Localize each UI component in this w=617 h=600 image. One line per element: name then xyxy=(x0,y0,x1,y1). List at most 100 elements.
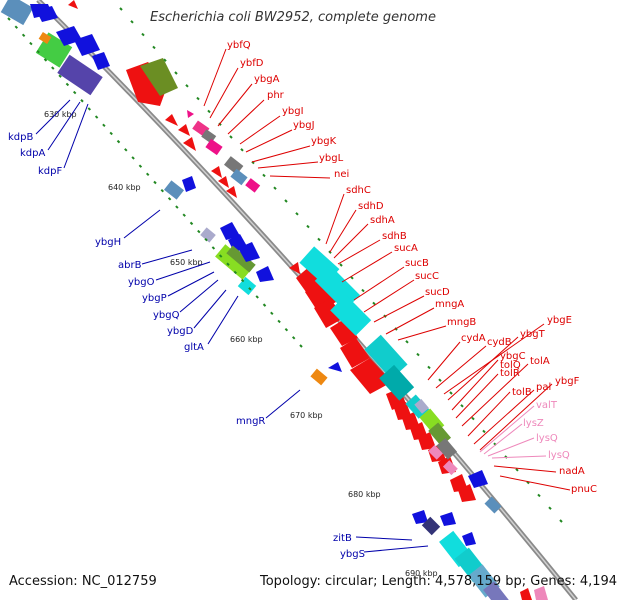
tick-dash xyxy=(226,262,230,266)
tick-dash xyxy=(138,164,143,168)
tick-label: 670 kbp xyxy=(290,411,323,420)
gene-block xyxy=(436,438,458,460)
gene-block xyxy=(379,364,415,401)
tick-dash xyxy=(233,270,238,275)
gene-label: sucB xyxy=(405,258,429,269)
forward-gene-boxes xyxy=(299,246,509,600)
leader-line xyxy=(493,465,557,473)
gene-label: sdhA xyxy=(370,215,395,226)
tick-dash xyxy=(240,278,245,283)
tick-dash xyxy=(515,468,519,472)
gene-label: kdpF xyxy=(38,166,62,177)
tick-dash xyxy=(80,99,84,103)
tick-dash xyxy=(7,17,11,21)
gene-label: ybgA xyxy=(254,74,280,85)
leader-line xyxy=(435,345,487,389)
tick-dash xyxy=(350,276,354,280)
tick-dash xyxy=(291,336,296,340)
tick-dash xyxy=(317,237,321,242)
gene-label: ybgD xyxy=(167,326,194,337)
tick-label: 630 kbp xyxy=(44,110,77,119)
leader-line xyxy=(155,261,211,281)
leader-line xyxy=(483,423,523,455)
rna-leader-lines xyxy=(479,405,547,459)
gene-label: ybfD xyxy=(240,58,264,69)
tick-dash xyxy=(372,301,376,306)
leader-line xyxy=(265,389,301,419)
tick-dash xyxy=(240,148,244,152)
tick-dash xyxy=(284,199,288,203)
gene-block xyxy=(165,114,178,126)
leader-line xyxy=(207,295,239,345)
tick-dash xyxy=(58,74,62,78)
tick-dash xyxy=(145,172,150,177)
leader-line xyxy=(329,209,357,253)
gene-block xyxy=(38,31,52,45)
leader-line xyxy=(373,295,425,323)
tick-dash xyxy=(130,20,134,24)
leader-line xyxy=(167,271,215,297)
gene-label: sdhC xyxy=(346,185,371,196)
gene-label: zitB xyxy=(333,533,352,544)
tick-label: 660 kbp xyxy=(230,335,263,344)
leader-line xyxy=(363,279,415,313)
tick-dash xyxy=(65,82,70,87)
gene-block xyxy=(224,156,244,175)
leader-line xyxy=(63,103,89,169)
tick-dash xyxy=(255,295,259,299)
leader-line xyxy=(479,383,553,451)
forward-gene-labels: ybfQ ybfD ybgA phr ybgI ybgJ ybgK ybgL n… xyxy=(227,40,597,495)
leader-line xyxy=(141,249,193,265)
gene-label: gltA xyxy=(184,342,204,353)
gene-block xyxy=(412,510,428,524)
tick-dash xyxy=(295,212,299,216)
gene-label: abrB xyxy=(118,260,142,271)
leader-line xyxy=(333,223,369,259)
gene-block xyxy=(462,532,476,546)
tick-dash xyxy=(51,66,55,70)
tick-dash xyxy=(21,33,26,38)
tick-dash xyxy=(361,288,365,293)
tick-dash xyxy=(87,107,92,111)
leader-line xyxy=(447,336,519,401)
leader-line xyxy=(251,145,311,163)
leader-line xyxy=(193,289,227,329)
gene-label: mngA xyxy=(435,299,464,310)
tick-dash xyxy=(270,311,274,316)
gene-label: ybfQ xyxy=(227,40,251,51)
leader-line xyxy=(35,99,71,135)
accession-text: Accession: NC_012759 xyxy=(9,574,157,589)
leader-line xyxy=(203,48,227,107)
gene-block xyxy=(468,470,488,488)
tick-dash xyxy=(405,340,409,344)
gene-label: ybgE xyxy=(547,315,572,326)
tick-dash xyxy=(328,250,332,254)
tick-marks xyxy=(7,7,563,523)
tick-dash xyxy=(119,7,123,11)
gene-label: tolQ xyxy=(500,360,521,371)
forward-gene-blocks xyxy=(68,0,548,600)
gene-block xyxy=(328,362,342,372)
gene-block xyxy=(74,34,100,56)
leader-line xyxy=(257,161,319,169)
gene-block xyxy=(314,298,344,328)
tick-dash xyxy=(207,109,211,114)
tick-dash xyxy=(197,229,201,234)
genome-title: Escherichia coli BW2952, complete genome xyxy=(150,10,436,25)
gene-block xyxy=(0,0,34,26)
leader-line xyxy=(473,389,535,445)
gene-block xyxy=(57,54,103,96)
leader-line xyxy=(325,193,345,245)
gene-label: ybgK xyxy=(311,136,337,147)
gene-block xyxy=(418,432,436,450)
rna-gene-labels: valT lysZ lysQ lysQ xyxy=(523,400,570,461)
tick-dash xyxy=(131,156,135,160)
gene-label: kdpB xyxy=(8,132,33,143)
gene-label: ybgF xyxy=(555,376,580,387)
genome-map: 630 kbp 640 kbp 650 kbp 660 kbp 670 kbp … xyxy=(0,0,597,600)
tick-dash xyxy=(229,135,233,139)
gene-block xyxy=(330,294,372,336)
leader-line xyxy=(227,99,265,135)
gene-block xyxy=(237,276,257,296)
